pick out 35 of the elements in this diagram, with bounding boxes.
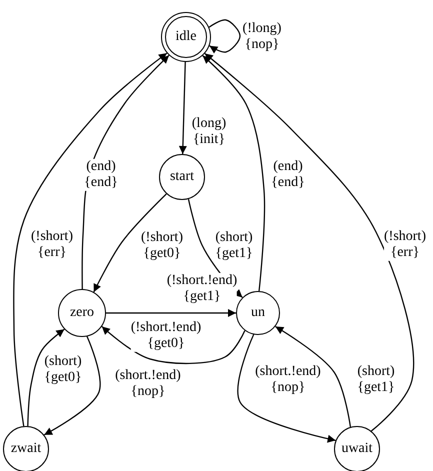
arrow: [237, 334, 336, 443]
arrow: [13, 52, 168, 426]
state-name: un: [251, 305, 265, 321]
state-name: idle: [176, 29, 196, 45]
edge-label: (!short) {err}: [384, 228, 426, 262]
edge-label: (short) {get1}: [357, 364, 395, 396]
arrow: [93, 193, 167, 292]
arrow: [208, 19, 241, 54]
arrow: [275, 326, 351, 428]
arrow: [27, 328, 65, 426]
arrow: [202, 55, 266, 292]
edge-label: (!short.!end) {get1}: [166, 272, 238, 306]
state-circle: [236, 291, 280, 335]
state-name: zwait: [10, 441, 42, 457]
state-circle: [334, 426, 380, 471]
arrow: [101, 326, 246, 364]
state-name: uwait: [341, 441, 373, 457]
edge-label: (short.!end) {nop}: [115, 368, 181, 400]
arrow: [106, 309, 236, 317]
state-circle: [58, 289, 106, 337]
edge-label: (!long) {nop}: [242, 20, 282, 54]
state-name: zero: [70, 305, 94, 321]
edge-label: (short) {get0}: [44, 354, 82, 386]
state-circle: [3, 426, 49, 471]
state-name: start: [170, 169, 194, 185]
arrow: [204, 53, 414, 432]
state-circle: [159, 154, 205, 200]
edge-label: (short.!end) {nop}: [255, 364, 321, 396]
edge-label: (!short) {get0}: [141, 230, 183, 262]
arrow: [178, 62, 187, 154]
edge-label: (!short.!end) {get0}: [130, 320, 202, 352]
arrow: [44, 336, 101, 436]
final-state-circle: [161, 12, 211, 62]
edge-label: (end) {end}: [84, 158, 118, 192]
edge-label: (short) {get1}: [215, 230, 253, 262]
